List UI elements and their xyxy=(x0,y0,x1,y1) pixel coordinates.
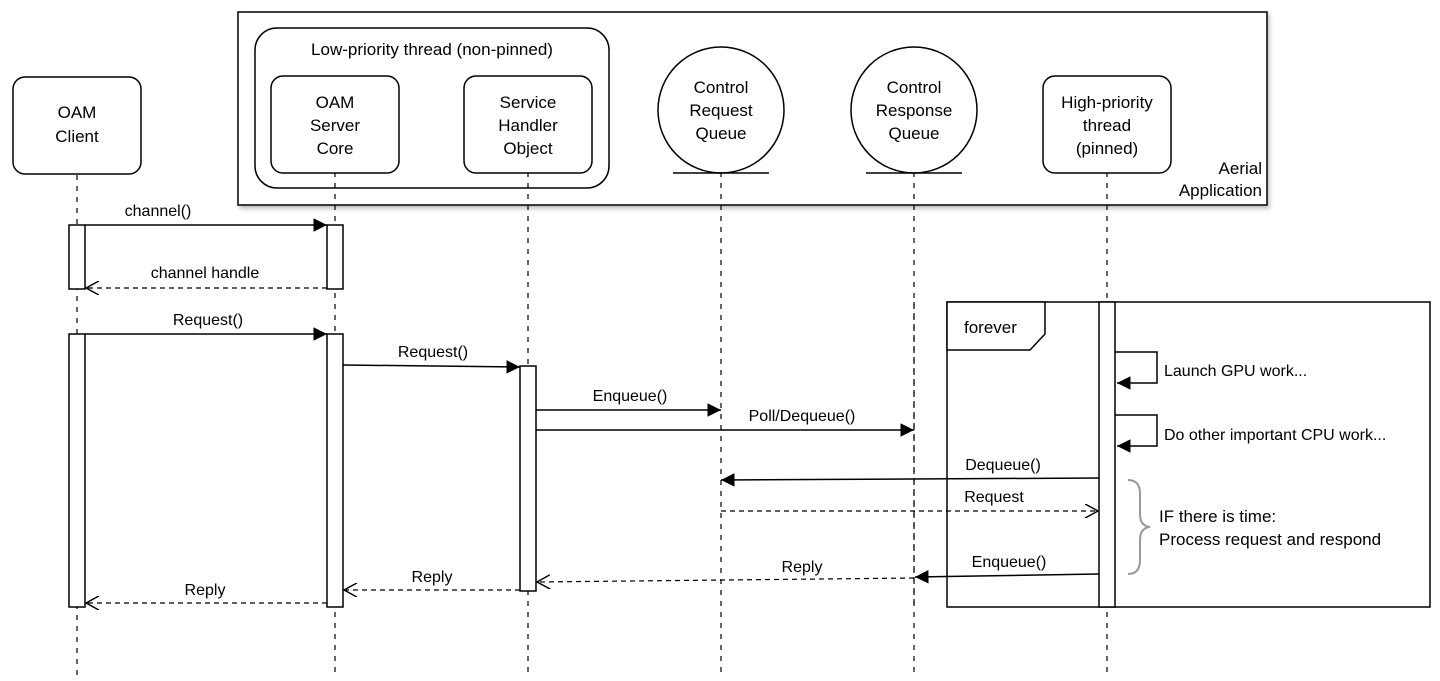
service-handler-line2: Handler xyxy=(498,116,558,135)
activation-oam-server-2 xyxy=(326,333,344,608)
message-enqueue-2 xyxy=(914,570,1100,584)
aerial-application-label-line1: Aerial xyxy=(1219,159,1262,178)
message-request-2 xyxy=(342,360,521,374)
participant-high-priority-thread xyxy=(1042,75,1172,174)
message-channel-label: channel() xyxy=(125,203,192,220)
message-launch-gpu xyxy=(1115,351,1158,390)
high-priority-line3: (pinned) xyxy=(1076,139,1138,158)
message-reply-queue-label: Reply xyxy=(782,559,823,576)
oam-server-core-line2: Server xyxy=(310,116,360,135)
activation-service-handler xyxy=(519,365,537,592)
message-other-cpu-label: Do other important CPU work... xyxy=(1164,427,1386,444)
message-request-1-label: Request() xyxy=(173,312,243,329)
loop-frame-tab xyxy=(946,301,1046,351)
service-handler-line1: Service xyxy=(500,93,557,112)
message-launch-gpu-label: Launch GPU work... xyxy=(1164,363,1307,380)
message-reply-handler-label: Reply xyxy=(412,569,453,586)
low-priority-thread-label: Low-priority thread (non-pinned) xyxy=(311,40,553,59)
participant-oam-server-core xyxy=(270,75,400,174)
high-priority-line2: thread xyxy=(1083,116,1131,135)
note-line1: IF there is time: xyxy=(1159,507,1276,526)
message-other-cpu xyxy=(1115,414,1158,453)
oam-server-core-line1: OAM xyxy=(316,93,355,112)
activation-high-priority xyxy=(1098,301,1116,608)
activation-oam-client-1 xyxy=(68,224,86,290)
message-reply-client-label: Reply xyxy=(185,582,226,599)
control-request-queue-line1: Control xyxy=(694,78,749,97)
message-dequeue xyxy=(720,473,1100,487)
control-response-queue-line2: Response xyxy=(876,101,953,120)
service-handler-line3: Object xyxy=(503,139,552,158)
control-request-queue-line3: Queue xyxy=(695,124,746,143)
loop-label: forever xyxy=(964,318,1017,337)
participant-service-handler-object xyxy=(463,75,593,174)
high-priority-line1: High-priority xyxy=(1061,93,1153,112)
participant-oam-client xyxy=(12,76,142,175)
control-response-queue-line3: Queue xyxy=(888,124,939,143)
activation-oam-client-2 xyxy=(68,333,86,608)
message-dequeue-label: Dequeue() xyxy=(965,457,1041,474)
message-enqueue-2-label: Enqueue() xyxy=(972,554,1047,571)
oam-server-core-line3: Core xyxy=(317,139,354,158)
message-poll-dequeue-label: Poll/Dequeue() xyxy=(749,408,856,425)
aerial-application-label-line2: Application xyxy=(1179,181,1262,200)
oam-client-line2: Client xyxy=(55,127,99,146)
loop-frame-forever xyxy=(946,301,1431,608)
message-channel-handle-label: channel handle xyxy=(151,265,260,282)
note-line2: Process request and respond xyxy=(1159,530,1381,549)
control-response-queue-line1: Control xyxy=(887,78,942,97)
message-request-3-label: Request xyxy=(964,489,1024,506)
activation-oam-server-1 xyxy=(326,224,344,290)
oam-client-line1: OAM xyxy=(58,103,97,122)
note-curly-brace xyxy=(1127,479,1151,575)
message-reply-queue xyxy=(537,578,915,582)
control-request-queue-line2: Request xyxy=(689,101,753,120)
message-request-2-label: Request() xyxy=(398,344,468,361)
message-enqueue-1-label: Enqueue() xyxy=(593,388,668,405)
